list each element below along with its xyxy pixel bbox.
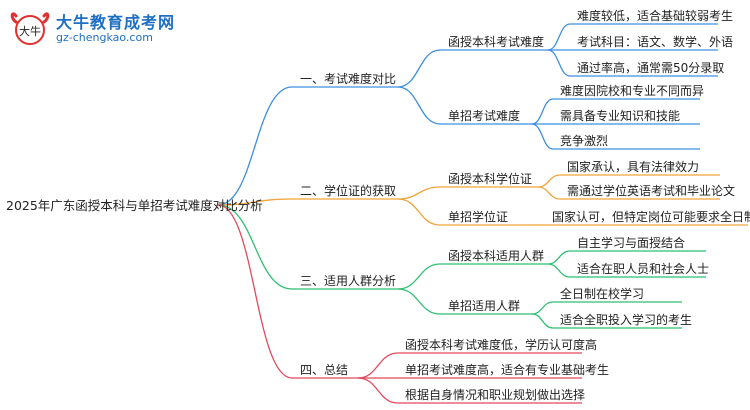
branch-audience: 三、适用人群分析 — [300, 274, 397, 288]
connector-line — [537, 174, 561, 188]
leaf-item: 根据自身情况和职业规划做出选择 — [405, 388, 586, 402]
connector-line — [531, 301, 554, 315]
connector-line — [357, 352, 399, 379]
connector-line — [397, 263, 441, 290]
bull-logo-icon: 大牛 — [10, 12, 50, 45]
connector-line — [397, 86, 441, 125]
connector-line — [531, 123, 554, 150]
leaf-item: 考试科目：语文、数学、外语 — [577, 35, 734, 49]
connector-line — [531, 313, 554, 329]
leaf-item: 全日制在校学习 — [560, 287, 645, 301]
leaf-item: 自主学习与面授结合 — [577, 236, 686, 250]
logo-url: gz-chengkao.com — [56, 31, 153, 44]
node-correspondence-difficulty: 函授本科考试难度 — [448, 35, 545, 49]
connector-line — [397, 288, 441, 315]
logo-site-name: 大牛教育成考网 — [56, 13, 176, 32]
connector-line — [397, 198, 441, 226]
leaf-item: 难度因院校和专业不同而异 — [560, 84, 705, 98]
site-logo[interactable]: 大牛 大牛教育成考网 gz-chengkao.com — [8, 6, 198, 50]
leaf-item: 竞争激烈 — [560, 134, 609, 148]
connector-line — [547, 23, 571, 51]
leaf-item: 需具备专业知识和技能 — [560, 109, 681, 123]
node-single-audience: 单招适用人群 — [448, 299, 521, 313]
root-topic: 2025年广东函授本科与单招考试难度对比分析 — [6, 198, 263, 213]
svg-text:大牛: 大牛 — [19, 24, 41, 38]
leaf-item: 通过率高，通常需50分录取 — [577, 61, 725, 75]
connector-line — [357, 377, 399, 404]
leaf-item: 国家承认，具有法律效力 — [567, 160, 700, 174]
leaf-item: 国家认可，但特定岗位可能要求全日制学历 — [552, 210, 750, 224]
connector-line — [547, 49, 571, 77]
node-correspondence-audience: 函授本科适用人群 — [448, 249, 545, 263]
leaf-item: 函授本科考试难度低，学历认可度高 — [405, 338, 598, 352]
node-correspondence-degree: 函授本科学位证 — [448, 172, 533, 186]
connector-line — [397, 49, 441, 88]
branch-exam-difficulty: 一、考试难度对比 — [300, 72, 397, 86]
connector-line — [547, 250, 571, 265]
leaf-item: 适合在职人员和社会人士 — [577, 262, 710, 276]
connector-line — [537, 186, 561, 200]
node-single-exam-difficulty: 单招考试难度 — [448, 109, 521, 123]
node-single-degree: 单招学位证 — [448, 210, 509, 224]
branch-degree: 二、学位证的获取 — [300, 184, 397, 198]
leaf-item: 单招考试难度高，适合有专业基础考生 — [405, 363, 610, 377]
connector-line — [397, 186, 441, 200]
root-link — [217, 204, 293, 379]
root-link — [217, 204, 293, 290]
branch-summary: 四、总结 — [300, 363, 349, 377]
connector-line — [547, 263, 571, 278]
root-link — [217, 86, 293, 206]
connector-line — [531, 98, 554, 125]
leaf-item: 难度较低，适合基础较弱考生 — [577, 9, 734, 23]
root-link — [217, 198, 293, 206]
leaf-item: 需通过学位英语考试和毕业论文 — [567, 184, 736, 198]
leaf-item: 适合全职投入学习的考生 — [560, 313, 693, 327]
